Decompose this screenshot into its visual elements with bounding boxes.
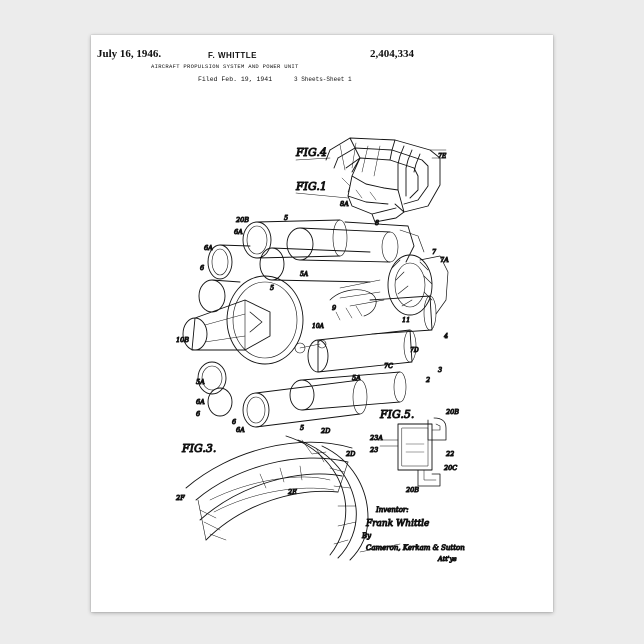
poster-sheet <box>91 35 553 612</box>
label-23a: 23A <box>369 434 383 442</box>
label-6a-3: 6A <box>196 398 205 406</box>
label-6a-1: 6A <box>234 228 243 236</box>
label-2e: 2E <box>287 488 297 496</box>
fig5-detail <box>379 417 447 487</box>
label-2: 2 <box>425 376 430 384</box>
patent-title: AIRCRAFT PROPULSION SYSTEM AND POWER UNI… <box>151 63 299 70</box>
label-6a-4: 6A <box>236 426 245 434</box>
label-10a: 10A <box>312 323 325 330</box>
label-10b: 10B <box>176 336 189 344</box>
fig3-label: FIG.3. <box>181 442 216 455</box>
label-22: 22 <box>445 450 454 458</box>
label-7c: 7C <box>384 362 393 370</box>
inventor-name: Frank Whittle <box>365 519 429 529</box>
label-7e: 7E <box>438 153 447 160</box>
label-6-2: 6 <box>196 410 200 418</box>
fig1-labels: 20B 6A 5 5 8A 8 6A 6 5A 7 7A 10B 10A 9 1… <box>176 200 450 435</box>
label-3: 3 <box>438 366 442 374</box>
label-6-1: 6 <box>200 264 204 272</box>
label-2d-2: 2D <box>345 450 356 458</box>
label-5a-1: 5A <box>300 271 309 278</box>
label-5a-3: 5A <box>352 374 361 382</box>
fig5-label: FIG.5. <box>379 408 414 421</box>
label-20b-top: 20B <box>235 216 249 224</box>
patent-date: July 16, 1946. <box>97 48 162 60</box>
attorneys-label: Att'ys <box>437 555 457 563</box>
label-5a-2: 5A <box>196 378 205 386</box>
label-23: 23 <box>369 446 378 454</box>
by-label: By <box>361 532 372 540</box>
fig4-detail <box>325 137 447 223</box>
label-5-2: 5 <box>270 284 274 292</box>
label-2d-1: 2D <box>320 427 331 435</box>
label-9: 9 <box>332 304 336 312</box>
label-7: 7 <box>432 248 437 256</box>
fig1-engine <box>182 219 449 428</box>
inventor-label: Inventor: <box>375 506 409 514</box>
label-20c: 20C <box>443 464 457 472</box>
fig1-label: FIG.1 <box>295 180 327 193</box>
attorneys-name: Cameron, Kerkam & Sutton <box>366 544 465 552</box>
label-8a: 8A <box>340 200 349 208</box>
fig5-labels: 20B 23A 23 22 20C 20B <box>369 408 460 495</box>
patent-number: 2,404,334 <box>370 48 414 60</box>
label-8: 8 <box>375 219 379 227</box>
label-2f: 2F <box>175 494 185 502</box>
fig4-label: FIG.4 <box>295 146 327 159</box>
label-11: 11 <box>402 316 410 324</box>
label-5-3: 5 <box>300 424 304 432</box>
fig4-underline <box>295 157 331 161</box>
label-6a-2: 6A <box>204 244 213 252</box>
sheet-count: 3 Sheets-Sheet 1 <box>294 76 352 83</box>
label-20b-fig5: 20B <box>445 408 459 416</box>
fig3-labels: 2D 2D 2E 2F <box>175 427 357 503</box>
label-20b-lower: 20B <box>405 486 419 494</box>
label-7d: 7D <box>410 347 419 354</box>
patent-inventor: F. WHITTLE <box>208 51 257 60</box>
fig1-leader <box>295 192 349 199</box>
label-5-1: 5 <box>284 214 288 222</box>
fig3-detail <box>185 435 369 561</box>
label-7a: 7A <box>440 256 449 264</box>
filed-date: Filed Feb. 19, 1941 <box>198 76 273 83</box>
label-4: 4 <box>443 332 448 340</box>
signature-block: Inventor: Frank Whittle By Cameron, Kerk… <box>359 506 466 564</box>
label-6-3: 6 <box>232 418 236 426</box>
